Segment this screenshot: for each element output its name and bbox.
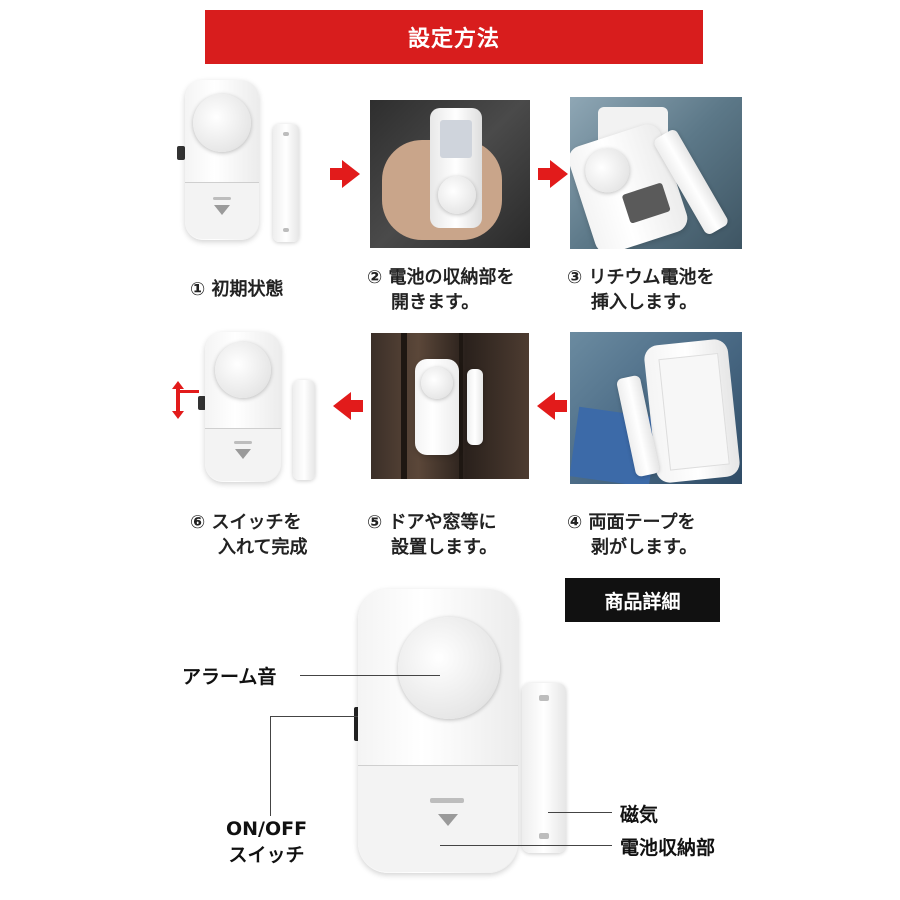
details-title-badge: 商品詳細 bbox=[565, 578, 720, 622]
product-illustration bbox=[340, 585, 600, 885]
step3-image bbox=[570, 97, 742, 249]
details-title: 商品詳細 bbox=[604, 590, 681, 613]
alarm-unit bbox=[430, 108, 482, 228]
triangle-mark-icon bbox=[438, 814, 458, 826]
up-down-arrow-icon bbox=[171, 380, 185, 420]
page-title-banner: 設定方法 bbox=[205, 10, 703, 64]
switch-leader-line-v bbox=[270, 716, 271, 816]
switch-label: ON/OFF スイッチ bbox=[226, 818, 308, 866]
alarm-unit bbox=[415, 359, 459, 455]
alarm-unit bbox=[358, 589, 518, 873]
magnet-label: 磁気 bbox=[620, 804, 659, 826]
step1-image bbox=[175, 78, 315, 248]
arrow-right-icon bbox=[330, 160, 360, 188]
magnet-leader-line bbox=[548, 812, 612, 813]
battery-label: 電池収納部 bbox=[620, 837, 716, 859]
page-title: 設定方法 bbox=[407, 27, 500, 52]
alarm-button bbox=[193, 94, 251, 152]
magnet-unit bbox=[293, 380, 315, 480]
alarm-unit bbox=[185, 80, 259, 240]
step6-caption: ⑥ スイッチを 入れて完成 bbox=[190, 512, 308, 558]
magnet-unit bbox=[273, 124, 299, 242]
step6-image bbox=[165, 328, 340, 488]
alarm-sound-label: アラーム音 bbox=[182, 666, 277, 688]
arrow-left-icon bbox=[537, 392, 567, 420]
alarm-button bbox=[398, 617, 500, 719]
step2-image bbox=[370, 100, 530, 248]
step2-caption: ② 電池の収納部を 開きます。 bbox=[367, 267, 515, 313]
switch-slot bbox=[177, 146, 185, 160]
magnet-unit bbox=[522, 683, 566, 853]
step4-caption: ④ 両面テープを 剥がします。 bbox=[567, 512, 698, 558]
step1-caption: ① 初期状態 bbox=[190, 279, 284, 300]
battery-cover bbox=[185, 182, 259, 239]
step4-image bbox=[570, 332, 742, 484]
alarm-unit bbox=[205, 332, 281, 482]
arrow-right-icon bbox=[538, 160, 568, 188]
battery-cover bbox=[358, 765, 518, 872]
step3-caption: ③ リチウム電池を 挿入します。 bbox=[567, 267, 715, 313]
switch-leader-line-h bbox=[270, 716, 358, 717]
step5-image bbox=[371, 333, 529, 479]
battery-leader-line bbox=[440, 845, 612, 846]
step5-caption: ⑤ ドアや窓等に 設置します。 bbox=[367, 512, 498, 558]
arrow-left-icon bbox=[333, 392, 363, 420]
alarm-leader-line bbox=[300, 675, 440, 676]
